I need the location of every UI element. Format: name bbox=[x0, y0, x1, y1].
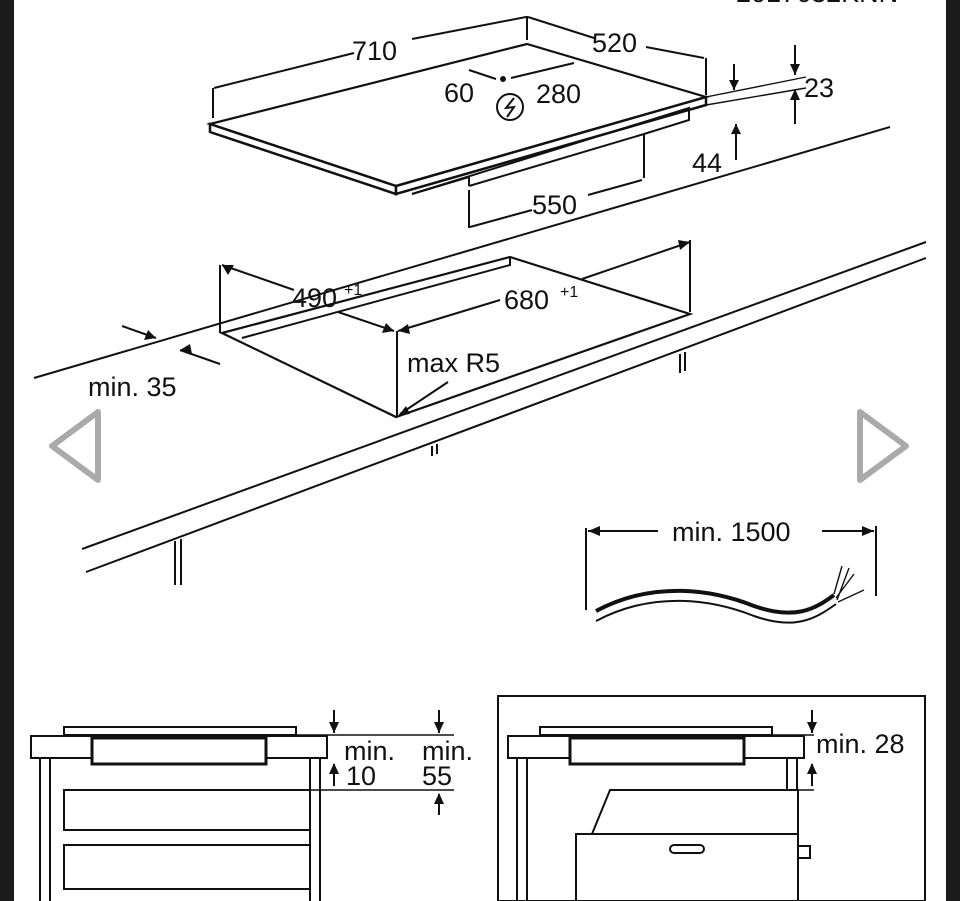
dim-28-label: min. 28 bbox=[816, 729, 905, 759]
worktop-front-edge-bottom bbox=[85, 257, 927, 573]
dim-520-label: 520 bbox=[592, 28, 637, 58]
oven-hob-plate bbox=[539, 726, 773, 736]
dim-710-line-b bbox=[411, 16, 527, 40]
dim-490-arrowhead-a bbox=[222, 265, 234, 275]
drawer-1 bbox=[63, 789, 311, 831]
dim-28-arrowhead-top bbox=[807, 722, 817, 733]
triangle-left-icon bbox=[49, 409, 101, 483]
dim-55-min-label: min. bbox=[422, 736, 473, 766]
dim-520-line-b bbox=[645, 46, 705, 59]
dim-710-line-a bbox=[213, 52, 355, 89]
drawer-cabinet-drawing: min. 10 min. 55 bbox=[30, 710, 473, 901]
hob-body-left bbox=[411, 175, 470, 195]
installation-diagram: 2017632KNN 710 520 60 280 bbox=[30, 0, 927, 901]
dim-35-arrowhead-a bbox=[144, 330, 156, 340]
dim-23-tick-head bbox=[729, 80, 739, 90]
dim-10-value: 10 bbox=[346, 761, 376, 791]
dim-710-label: 710 bbox=[352, 36, 397, 66]
dim-680-label: 680 bbox=[504, 285, 549, 315]
dim-680-arrowhead-a bbox=[398, 324, 410, 334]
oven-cabinet-drawing: min. 28 bbox=[497, 695, 926, 901]
dim-550-label: 550 bbox=[532, 190, 577, 220]
dim-55-arrowhead-bottom bbox=[434, 793, 444, 804]
dim-490-label: 490 bbox=[292, 283, 337, 313]
cable-dim-arrowhead-b bbox=[862, 526, 874, 536]
dim-23-ext-bottom bbox=[705, 87, 807, 106]
radius-arrowhead bbox=[398, 406, 410, 416]
dim-55-arrowhead-top bbox=[434, 722, 444, 733]
dim-680-line-a bbox=[397, 299, 501, 332]
hob-top-surface bbox=[206, 42, 710, 188]
dim-10-arrowhead-top bbox=[329, 722, 339, 733]
header-code: 2017632KNN bbox=[736, 0, 898, 8]
dim-280-label: 280 bbox=[536, 79, 581, 109]
dim-55-value: 55 bbox=[422, 761, 452, 791]
radius-label: max R5 bbox=[407, 348, 500, 378]
triangle-right-icon bbox=[857, 409, 909, 483]
dim-490-arrowhead-b bbox=[382, 323, 394, 333]
worktop-back-edge bbox=[33, 126, 891, 379]
drawers-hob-plate bbox=[63, 726, 297, 736]
cable-dim-arrowhead-a bbox=[588, 526, 600, 536]
cable-length-label: min. 1500 bbox=[672, 517, 791, 547]
dim-10-min-label: min. bbox=[344, 736, 395, 766]
dim-680-line-b bbox=[581, 241, 691, 280]
connection-point bbox=[500, 76, 506, 82]
dim-490-tolerance: +1 bbox=[344, 282, 362, 299]
oven-top bbox=[590, 789, 799, 835]
previous-image-button[interactable] bbox=[46, 406, 106, 486]
worktop-front-edge-top bbox=[81, 241, 927, 550]
oven-handle bbox=[669, 844, 705, 854]
cable-wire-ends bbox=[833, 565, 865, 603]
worktop-drawing: 490 +1 680 +1 max R5 min. 35 bbox=[33, 126, 927, 585]
dim-44-arrowhead bbox=[731, 124, 741, 134]
dim-23-arrowhead-bottom bbox=[790, 89, 800, 100]
cable-drawing: min. 1500 bbox=[585, 517, 877, 624]
hob-body-line bbox=[411, 106, 690, 195]
hob-drawing: 710 520 60 280 23 44 550 bbox=[206, 16, 834, 228]
dim-10-arrowhead-bottom bbox=[329, 763, 339, 774]
dim-680-arrowhead-b bbox=[678, 240, 690, 250]
dim-23-arrowhead-top bbox=[790, 64, 800, 75]
dim-35-arrowhead-b bbox=[180, 344, 192, 354]
cable-curve bbox=[595, 588, 836, 615]
dim-35-label: min. 35 bbox=[88, 372, 177, 402]
dim-23-label: 23 bbox=[804, 73, 834, 103]
dim-35-arrow-b bbox=[179, 349, 221, 365]
dim-60-label: 60 bbox=[444, 78, 474, 108]
dim-280-line bbox=[510, 62, 575, 79]
power-connection-icon bbox=[496, 93, 524, 121]
oven-hob-body bbox=[568, 736, 746, 766]
cutout-inner-back bbox=[241, 257, 511, 339]
cutout-outline bbox=[218, 255, 694, 419]
hob-body-bottom bbox=[468, 133, 645, 187]
dim-550-line-a bbox=[469, 209, 533, 228]
radius-leader bbox=[399, 381, 449, 415]
drawers-hob-body bbox=[90, 736, 268, 766]
dim-490-line-a bbox=[221, 264, 295, 291]
dim-23-ext-top bbox=[705, 76, 807, 98]
dim-60-line bbox=[468, 69, 497, 80]
dim-550-line-b bbox=[587, 179, 643, 196]
dim-520-line-a bbox=[527, 16, 595, 39]
next-image-button[interactable] bbox=[852, 406, 912, 486]
cable-curve-outline bbox=[595, 599, 837, 624]
dim-44-label: 44 bbox=[692, 148, 722, 178]
dim-28-arrowhead-bottom bbox=[807, 763, 817, 774]
dim-680-tolerance: +1 bbox=[560, 284, 578, 301]
diagram-viewer: 2017632KNN 710 520 60 280 bbox=[14, 0, 946, 901]
drawer-2 bbox=[63, 844, 311, 890]
oven-knob bbox=[797, 845, 811, 859]
